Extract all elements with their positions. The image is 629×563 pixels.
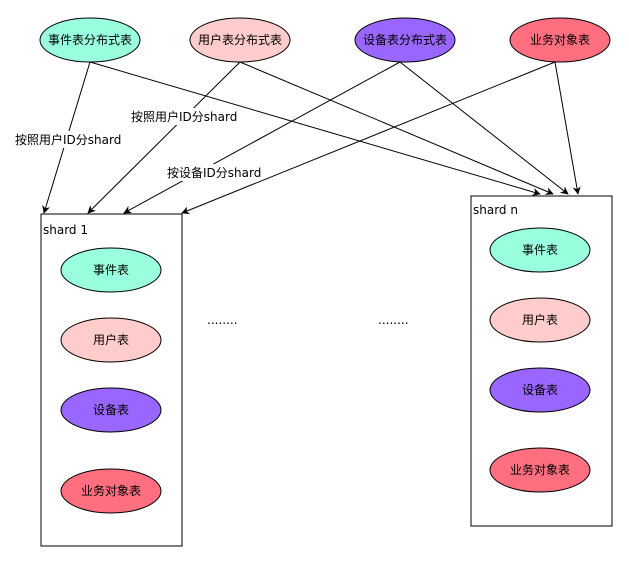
edge-user-to-shard-1 [87,61,241,214]
svg-text:用户表: 用户表 [522,312,558,327]
top-node-event-table[interactable]: 事件表分布式表 [39,17,141,63]
shard-n-title: shard n [473,203,518,217]
shard-n-device-table[interactable]: 设备表 [489,367,591,413]
svg-text:业务对象表: 业务对象表 [510,462,570,477]
svg-text:用户表: 用户表 [93,332,129,347]
svg-text:用户表分布式表: 用户表分布式表 [198,32,282,47]
svg-text:事件表分布式表: 事件表分布式表 [48,33,132,47]
edge-business-to-shard-n [554,61,581,195]
shard-n-user-table[interactable]: 用户表 [489,297,591,343]
svg-text:业务对象表: 业务对象表 [530,32,590,47]
svg-text:业务对象表: 业务对象表 [81,483,141,498]
shard-1-user-table[interactable]: 用户表 [60,317,162,363]
shard-1-business-table[interactable]: 业务对象表 [60,468,162,514]
shard-1-container: shard 1 事件表 用户表 设备表 业务对象表 [40,213,183,547]
top-node-device-table[interactable]: 设备表分布式表 [354,17,456,63]
edge-device-to-shard-1 [123,61,401,214]
shard-1-device-table[interactable]: 设备表 [60,387,162,433]
shard-n-business-table[interactable]: 业务对象表 [489,447,591,493]
edge-labels: 按照用户ID分shard 按照用户ID分shard 按设备ID分shard [14,108,261,181]
edge-event-to-shard-n [89,61,541,196]
ellipsis-left: ........ [207,313,238,327]
edge-label-by-user-left: 按照用户ID分shard [15,132,121,147]
svg-text:设备表: 设备表 [93,403,129,417]
svg-text:事件表: 事件表 [522,243,558,257]
top-node-user-table[interactable]: 用户表分布式表 [189,17,291,63]
shard-n-event-table[interactable]: 事件表 [489,227,591,273]
edge-user-to-shard-n [239,61,554,195]
edge-business-to-shard-1 [181,61,556,215]
shard-n-container: shard n 事件表 用户表 设备表 业务对象表 [470,195,613,527]
shard-1-title: shard 1 [43,223,88,237]
edges [42,61,581,215]
edge-device-to-shard-n [399,61,569,195]
edge-label-by-device: 按设备ID分shard [167,166,261,180]
svg-text:设备表分布式表: 设备表分布式表 [363,33,447,47]
edge-label-by-user-mid: 按照用户ID分shard [131,109,237,124]
svg-text:设备表: 设备表 [522,383,558,397]
shard-1-event-table[interactable]: 事件表 [60,247,162,293]
top-node-business-table[interactable]: 业务对象表 [509,17,611,63]
ellipsis-right: ........ [378,313,409,327]
svg-text:事件表: 事件表 [93,263,129,277]
